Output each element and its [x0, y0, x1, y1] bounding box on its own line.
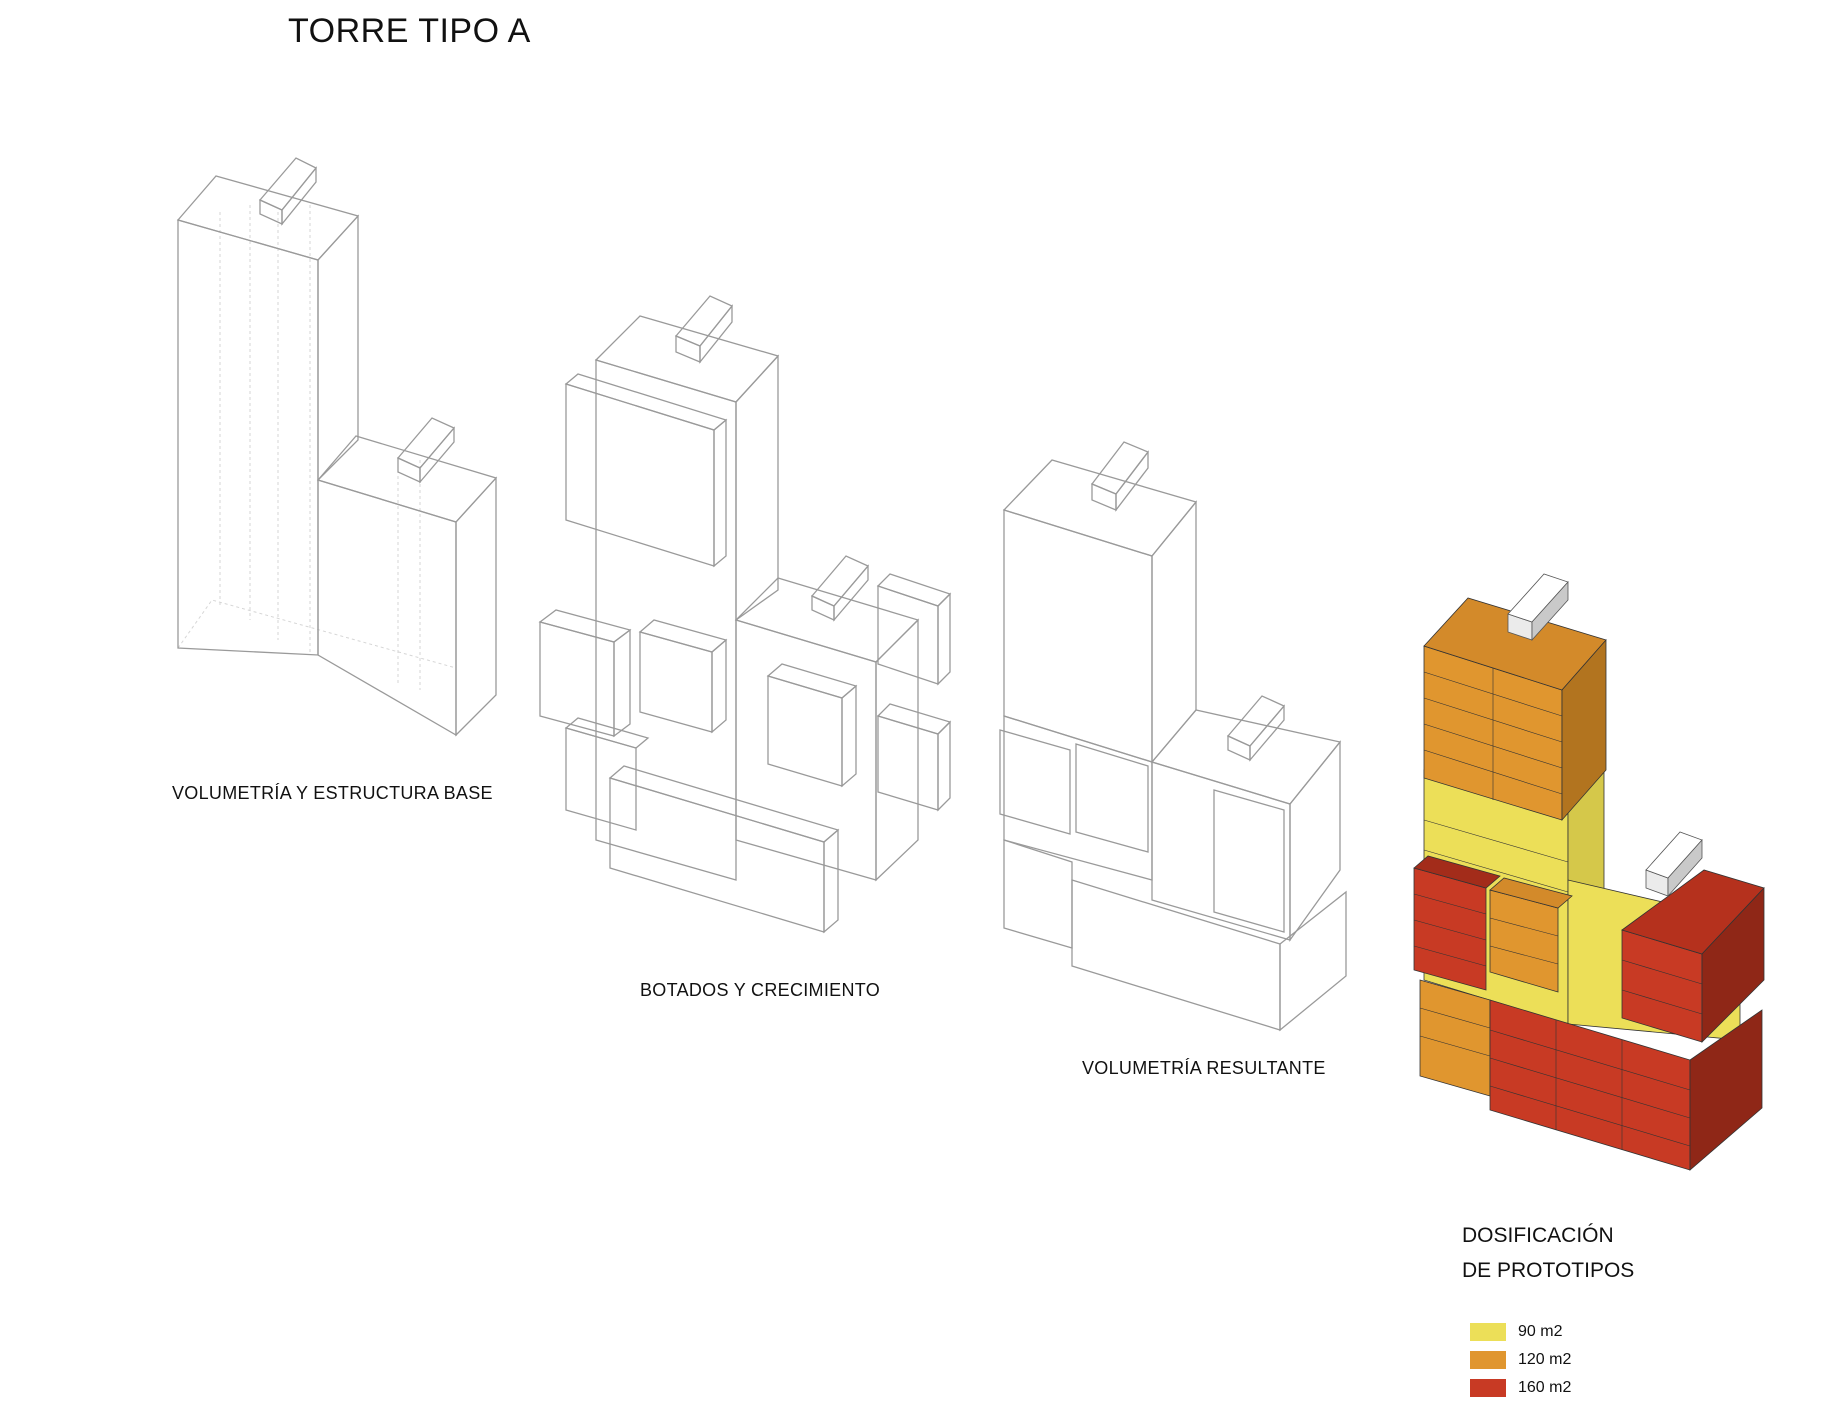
caption-resulting-volume: VOLUMETRÍA RESULTANTE	[1082, 1058, 1326, 1078]
diagram-resulting-volume	[999, 441, 1347, 1032]
red-left-box	[1413, 867, 1487, 991]
mid-block-front	[1003, 715, 1153, 881]
projecting-box-far-right-top	[877, 585, 939, 685]
legend-item-90: 90 m2	[1470, 1318, 1571, 1346]
box-right	[1213, 789, 1285, 933]
diagram-cantilevers	[538, 295, 952, 934]
core-box-6	[1227, 734, 1251, 762]
projecting-box-far-right-low	[877, 715, 939, 811]
orange-lower-left	[1419, 979, 1491, 1097]
legend-label-120: 120 m2	[1518, 1351, 1572, 1368]
legend-item-160: 160 m2	[1470, 1374, 1571, 1402]
low-block-side	[455, 476, 497, 737]
legend-label-160: 160 m2	[1518, 1379, 1572, 1396]
projecting-box-bottom	[609, 777, 825, 933]
legend-title-line2: DE PROTOTIPOS	[1462, 1259, 1635, 1282]
legend: 90 m2 120 m2 160 m2	[1470, 1318, 1571, 1402]
legend-title: DOSIFICACIÓN DE PROTOTIPOS	[1462, 1218, 1634, 1288]
legend-swatch-120	[1470, 1351, 1506, 1369]
core-box-1	[259, 198, 283, 226]
legend-swatch-160	[1470, 1379, 1506, 1397]
core-box-2	[397, 456, 421, 484]
legend-swatch-90	[1470, 1323, 1506, 1341]
projecting-box-right	[767, 675, 843, 787]
caption-base-volume: VOLUMETRÍA Y ESTRUCTURA BASE	[172, 783, 493, 803]
projecting-box-top	[565, 383, 715, 567]
lower-wing-front	[1151, 761, 1291, 941]
tall-block-front	[177, 219, 319, 656]
projecting-box-mid	[639, 631, 713, 733]
tall-block-side	[317, 214, 359, 482]
legend-label-90: 90 m2	[1518, 1323, 1563, 1340]
base-block-front	[1071, 879, 1281, 1031]
upper-tower-front	[1003, 509, 1153, 763]
page-title: TORRE TIPO A	[288, 12, 531, 50]
core-box-4	[811, 594, 835, 622]
projecting-box-bottom-left	[565, 727, 637, 831]
low-block-front	[317, 479, 457, 737]
diagram-base-volume	[176, 157, 498, 737]
box-left	[999, 729, 1071, 835]
legend-item-120: 120 m2	[1470, 1346, 1571, 1374]
core-box-3	[675, 335, 701, 363]
hidden-structure-lines	[177, 205, 457, 690]
core-box-5	[1091, 483, 1117, 511]
orange-top-side	[1561, 638, 1607, 822]
low-block-top	[316, 435, 498, 523]
legend-title-line1: DOSIFICACIÓN	[1462, 1224, 1614, 1247]
tower-front	[595, 359, 737, 881]
wing-front	[735, 619, 877, 881]
caption-cantilevers: BOTADOS Y CRECIMIENTO	[640, 980, 881, 1000]
diagram-unit-distribution	[1413, 573, 1765, 1171]
floor-lines	[1413, 668, 1703, 1150]
box-mid	[1075, 743, 1149, 853]
